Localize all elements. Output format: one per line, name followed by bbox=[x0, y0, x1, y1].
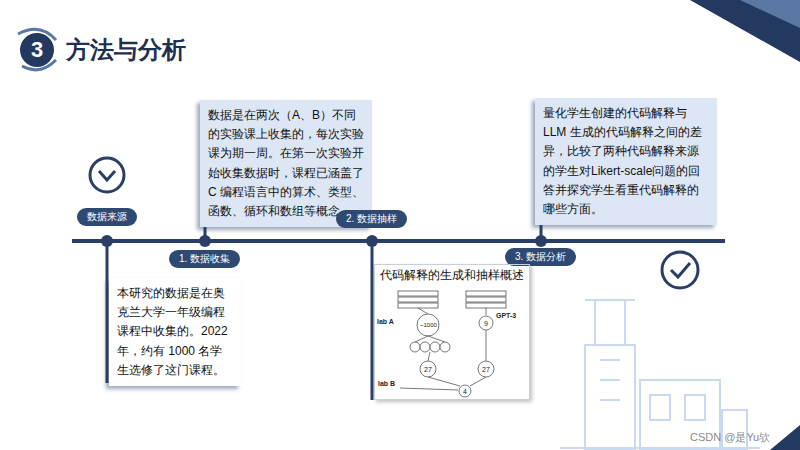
box-text: 量化学生创建的代码解释与 LLM 生成的代码解释之间的差异，比较了两种代码解释来… bbox=[543, 104, 709, 219]
icon-circle bbox=[20, 33, 54, 67]
timeline-dot bbox=[101, 235, 113, 247]
figure-label: 9 bbox=[484, 320, 488, 327]
pill-label: 3. 数据分析 bbox=[515, 251, 566, 263]
watermark: CSDN @是Yu欤 bbox=[690, 432, 770, 443]
box-heading: 代码解释的生成和抽样概述 bbox=[380, 268, 524, 284]
box-text: 数据是在两次（A、B）不同的实验课上收集的，每次实验课为期一周。在第一次实验开始… bbox=[208, 106, 364, 221]
slide-title: 方法与分析 bbox=[66, 38, 186, 62]
text-box: 量化学生创建的代码解释与 LLM 生成的代码解释之间的差异，比较了两种代码解释来… bbox=[535, 98, 717, 225]
pill-label: 2. 数据抽样 bbox=[346, 213, 397, 225]
timeline-dot bbox=[199, 235, 211, 247]
check-icon bbox=[662, 252, 698, 288]
check-icon bbox=[671, 263, 690, 277]
corner-triangle bbox=[690, 0, 800, 62]
chevron-icon bbox=[99, 171, 115, 180]
text-box: 本研究的数据是在奥克兰大学一年级编程课程中收集的。2022 年，约有 1000 … bbox=[109, 278, 241, 386]
figure-label: 27 bbox=[482, 366, 490, 373]
corner-triangle bbox=[770, 425, 800, 450]
corner-triangle bbox=[740, 0, 800, 28]
box-text: 本研究的数据是在奥克兰大学一年级编程课程中收集的。2022 年，约有 1000 … bbox=[117, 284, 233, 380]
text-box: 数据是在两次（A、B）不同的实验课上收集的，每次实验课为期一周。在第一次实验开始… bbox=[200, 100, 372, 227]
timeline-dot bbox=[366, 235, 378, 247]
step-pill: 数据来源 bbox=[77, 208, 137, 226]
pill-label: 1. 数据收集 bbox=[179, 253, 230, 265]
overview-figure bbox=[398, 291, 506, 397]
chevron-icon bbox=[90, 158, 124, 192]
figure-label: lab A bbox=[377, 318, 394, 325]
icon-swirl bbox=[22, 60, 56, 70]
figure-label: GPT-3 bbox=[496, 312, 516, 319]
building-illustration bbox=[560, 300, 760, 450]
figure-label: lab B bbox=[378, 380, 395, 387]
pill-label: 数据来源 bbox=[87, 211, 127, 223]
step-pill: 1. 数据收集 bbox=[169, 250, 240, 268]
figure-label: ~1000 bbox=[420, 322, 437, 328]
figure-box: 代码解释的生成和抽样概述 bbox=[374, 264, 530, 400]
timeline-dot bbox=[535, 235, 547, 247]
figure-label: 27 bbox=[424, 366, 432, 373]
figure-label: 4 bbox=[463, 388, 467, 395]
section-number: 3 bbox=[31, 39, 43, 61]
timeline bbox=[72, 239, 725, 243]
step-pill: 2. 数据抽样 bbox=[336, 210, 407, 228]
